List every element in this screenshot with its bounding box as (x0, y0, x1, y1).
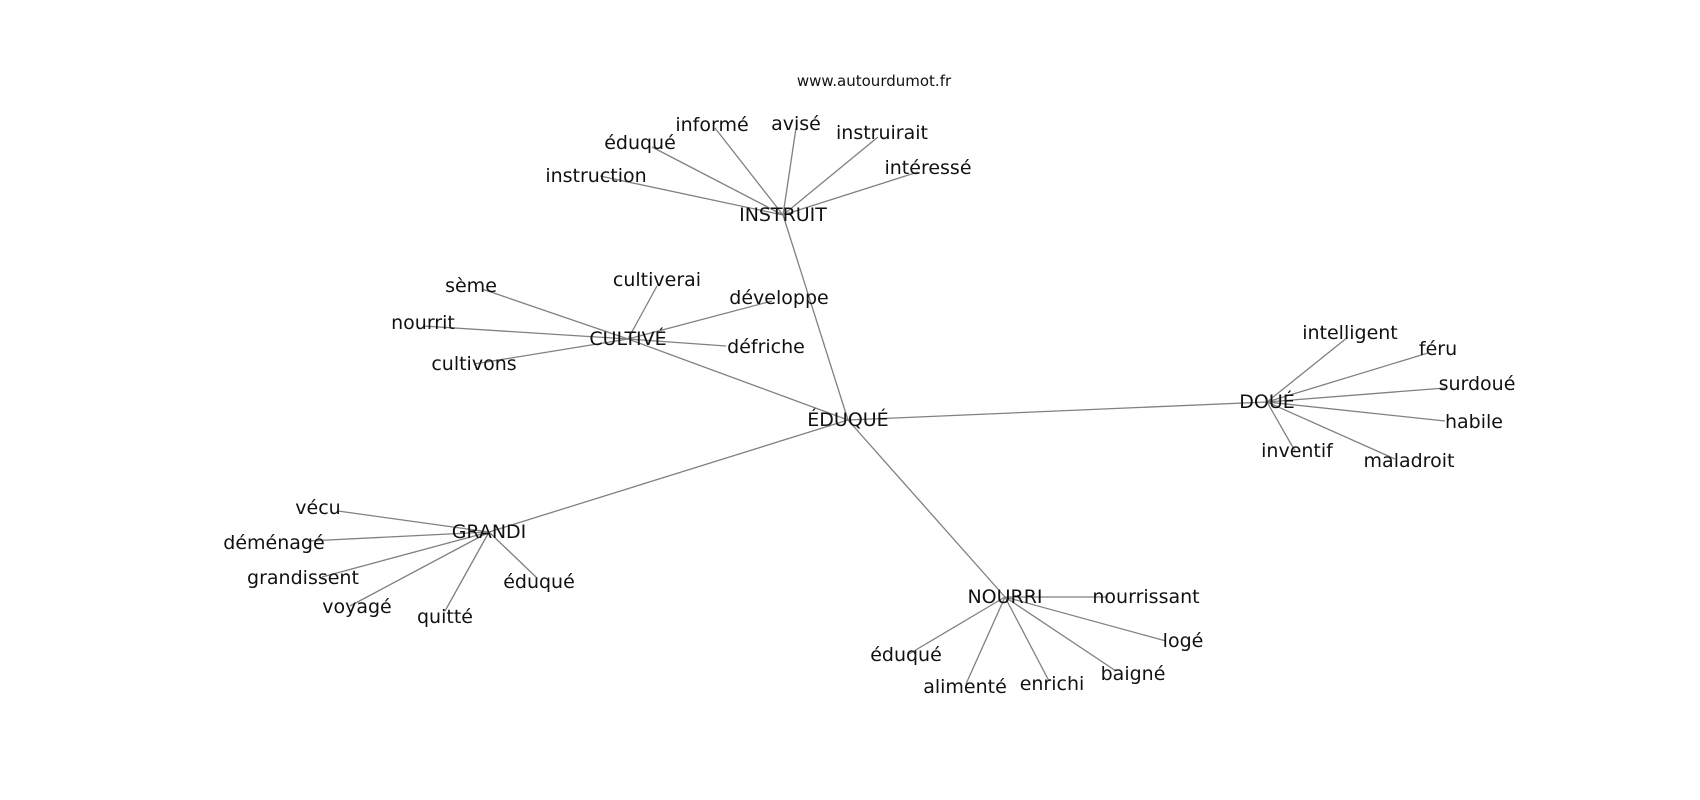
leaf-node-grandi-0: vécu (295, 497, 340, 519)
site-watermark: www.autourdumot.fr (796, 72, 952, 90)
edge-center-nourri (847, 419, 1006, 598)
edge-doue-leaf-5 (1266, 401, 1396, 460)
edge-center-grandi (488, 419, 849, 533)
leaf-node-cultive-0: sème (445, 275, 497, 297)
edge-grandi-leaf-4 (444, 531, 490, 612)
leaf-node-grandi-5: éduqué (503, 571, 575, 593)
leaf-node-cultive-2: développe (729, 287, 828, 309)
edge-instruit-leaf-1 (651, 146, 784, 216)
leaf-node-nourri-1: logé (1163, 630, 1204, 652)
edge-nourri-leaf-4 (1004, 596, 1050, 682)
edge-doue-leaf-4 (1266, 401, 1296, 452)
leaf-node-nourri-5: baigné (1101, 663, 1166, 685)
edge-doue-leaf-1 (1266, 352, 1429, 403)
leaf-node-doue-2: surdoué (1439, 373, 1516, 395)
leaf-node-nourri-2: éduqué (870, 644, 942, 666)
leaf-node-instruit-5: intéressé (884, 157, 971, 179)
edge-instruit-leaf-4 (782, 136, 879, 216)
center-node-label: ÉDUQUÉ (807, 408, 888, 431)
edge-nourri-leaf-2 (908, 596, 1006, 655)
leaf-node-cultive-1: cultiverai (613, 269, 701, 291)
edge-cultive-leaf-1 (627, 285, 658, 340)
edge-cultive-leaf-4 (627, 338, 727, 347)
leaf-node-doue-3: habile (1445, 411, 1503, 433)
edge-center-instruit (782, 214, 849, 421)
hub-node-doue: DOUÉ (1239, 390, 1295, 413)
leaf-node-doue-1: féru (1419, 338, 1457, 360)
edge-grandi-leaf-2 (321, 531, 490, 578)
leaf-node-instruit-4: instruirait (836, 122, 928, 144)
edge-grandi-leaf-1 (307, 531, 490, 542)
edge-nourri-leaf-3 (965, 596, 1006, 685)
leaf-node-instruit-1: éduqué (604, 132, 676, 154)
edge-nourri-leaf-1 (1004, 596, 1167, 642)
edge-grandi-leaf-0 (337, 510, 490, 533)
leaf-node-nourri-0: nourrissant (1092, 586, 1199, 608)
leaf-node-grandi-1: déménagé (223, 532, 324, 554)
edge-doue-leaf-3 (1266, 401, 1446, 422)
leaf-node-nourri-3: alimenté (923, 676, 1007, 698)
edge-nourri-leaf-5 (1004, 596, 1117, 672)
leaf-node-grandi-3: voyagé (322, 596, 392, 618)
hub-node-cultive: CULTIVÉ (589, 327, 666, 350)
edge-center-cultive (627, 338, 849, 421)
edge-cultive-leaf-3 (422, 325, 629, 340)
leaf-node-cultive-3: nourrit (391, 312, 455, 334)
leaf-node-grandi-4: quitté (417, 606, 473, 628)
edge-instruit-leaf-0 (599, 175, 784, 216)
edge-doue-leaf-0 (1266, 336, 1349, 403)
hub-node-nourri: NOURRI (967, 586, 1042, 608)
hub-node-grandi: GRANDI (452, 521, 527, 543)
leaf-node-cultive-4: défriche (727, 336, 805, 358)
edge-center-doue (847, 401, 1268, 421)
edge-doue-leaf-2 (1266, 387, 1446, 403)
leaf-node-doue-0: intelligent (1302, 322, 1398, 344)
graph-edges (307, 127, 1446, 685)
leaf-node-instruit-3: avisé (771, 113, 821, 135)
edge-instruit-leaf-2 (714, 127, 784, 216)
hub-node-instruit: INSTRUIT (739, 204, 827, 226)
leaf-node-instruit-0: instruction (545, 165, 646, 187)
edge-cultive-leaf-5 (473, 338, 629, 365)
leaf-node-nourri-4: enrichi (1020, 673, 1085, 695)
edge-instruit-leaf-3 (782, 127, 797, 216)
leaf-node-doue-4: inventif (1261, 440, 1334, 462)
edge-grandi-leaf-5 (488, 531, 538, 579)
leaf-node-doue-5: maladroit (1364, 450, 1455, 472)
edge-cultive-leaf-0 (481, 288, 629, 340)
leaf-node-cultive-5: cultivons (431, 353, 516, 375)
edge-cultive-leaf-2 (627, 300, 773, 340)
leaf-node-grandi-2: grandissent (247, 567, 359, 589)
edge-grandi-leaf-3 (349, 531, 490, 607)
edge-instruit-leaf-5 (782, 171, 919, 216)
leaf-node-instruit-2: informé (675, 114, 748, 136)
